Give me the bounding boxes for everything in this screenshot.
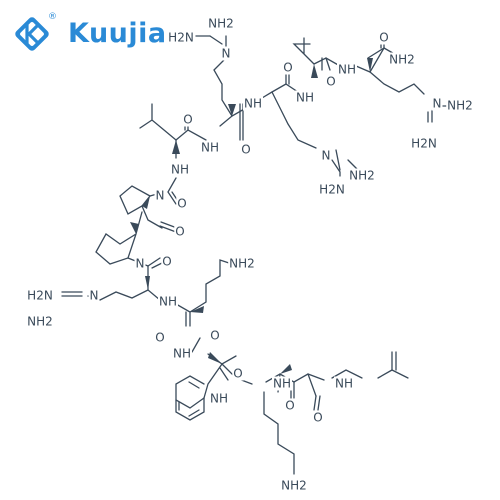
atom-label-bg [243, 96, 263, 111]
atom-label-bg [280, 478, 308, 493]
atom-label-bg [161, 254, 173, 269]
bond-lines [61, 35, 453, 475]
atom-label-n-d: N [90, 289, 99, 303]
atom-label-bg [410, 136, 438, 151]
atom-label-bg [284, 398, 296, 413]
atom-label-bg [172, 346, 192, 361]
brand-name: Kuujia [68, 18, 167, 49]
atom-label-n-a: N [222, 47, 231, 61]
atom-label-nh-6: NH [159, 295, 177, 309]
atom-label-nh-5: NH [171, 163, 189, 177]
atom-label-bg [170, 162, 190, 177]
atom-label-nh-1: NH [338, 63, 356, 77]
atom-label-bg [320, 148, 332, 163]
atom-label-bg [318, 182, 346, 197]
atom-label-bg [154, 330, 166, 345]
atom-label-bg [378, 30, 390, 45]
atom-label-nh2-d: NH2 [27, 315, 53, 329]
atom-label-bg [232, 366, 244, 381]
atom-label-bg [228, 256, 256, 271]
atom-label-nh2-amide: NH2 [389, 53, 415, 67]
atom-label-o-1: O [379, 31, 388, 45]
atom-label-bg [272, 376, 292, 391]
atom-label-nh-4: NH [201, 141, 219, 155]
atom-label-o-9: O [155, 331, 164, 345]
atom-label-bg [312, 410, 324, 425]
atom-label-nh-7: NH [173, 347, 191, 361]
atom-label-o-3: O [283, 61, 292, 75]
atom-label-o-2: O [326, 75, 335, 89]
atom-label-nh-3: NH [244, 97, 262, 111]
atom-label-n-pro1: N [156, 189, 165, 203]
atom-label-bg [154, 188, 166, 203]
atom-label-nh2-a: NH2 [208, 17, 234, 31]
atom-label-nh2-lys1: NH2 [229, 257, 255, 271]
registered-mark: ® [48, 12, 57, 22]
atom-label-bg [388, 52, 416, 67]
atom-label-h2n-d: H2N [27, 289, 53, 303]
atom-label-o-6: O [177, 197, 186, 211]
atom-label-bg [200, 140, 220, 155]
atom-label-bg [431, 96, 443, 111]
atom-label-bg [207, 16, 235, 31]
atom-label-nh2-b: NH2 [447, 99, 473, 113]
atom-label-nh-8: NH [210, 392, 228, 406]
atom-label-bg [446, 98, 474, 113]
atom-label-nh-10: NH [335, 377, 353, 391]
atom-label-bg [209, 391, 229, 406]
atom-label-bg [174, 224, 186, 239]
atom-label-bg [337, 62, 357, 77]
atom-label-o-13: O [313, 411, 322, 425]
atom-label-bg [295, 90, 315, 105]
atom-label-bg [26, 314, 54, 329]
atom-label-nh2-lys2: NH2 [281, 479, 307, 493]
atom-label-o-11: O [233, 367, 242, 381]
atom-label-bg [334, 376, 354, 391]
atom-label-o-10: O [210, 329, 219, 343]
atom-label-bg [26, 288, 54, 303]
atom-label-h2n-b: H2N [411, 137, 437, 151]
atom-label-bg [88, 288, 100, 303]
atom-label-n-pro2: N [136, 257, 145, 271]
atom-label-o-5: O [183, 113, 192, 127]
atom-label-h2n-a: H2N [168, 31, 194, 45]
atom-label-bg [167, 30, 195, 45]
atom-label-bg [240, 142, 252, 157]
atom-label-bg [209, 328, 221, 343]
atom-label-bg [325, 74, 337, 89]
atom-label-nh-2: NH [296, 91, 314, 105]
atom-label-o-12: O [285, 399, 294, 413]
atom-label-n-c: N [322, 149, 331, 163]
atom-label-bg [158, 294, 178, 309]
atom-label-o-4: O [241, 143, 250, 157]
atom-label-bg [182, 112, 194, 127]
atom-label-bg [176, 196, 188, 211]
k-diamond-logo-icon [15, 17, 49, 51]
atom-label-bg [134, 256, 146, 271]
atom-label-o-8: O [162, 255, 171, 269]
atom-label-nh2-c: NH2 [349, 169, 375, 183]
atom-label-o-7: O [175, 225, 184, 239]
atom-label-bg [348, 168, 376, 183]
atom-label-bg [282, 60, 294, 75]
brand-logo[interactable]: ® Kuujia [10, 12, 170, 56]
atom-label-h2n-c: H2N [319, 183, 345, 197]
stereo-wedges [130, 58, 373, 374]
atom-label-nh-9: NH [273, 377, 291, 391]
atom-label-bg [220, 46, 232, 61]
atom-label-n-b: N [433, 97, 442, 111]
